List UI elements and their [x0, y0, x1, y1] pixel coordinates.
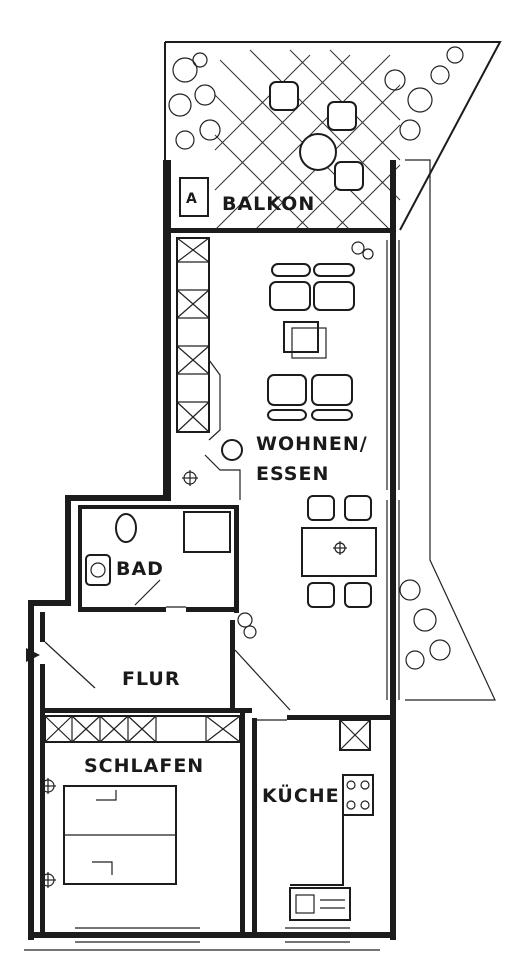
floor-lamp [221, 439, 243, 461]
toilet-icon [115, 513, 137, 543]
kitchen-cabinet [339, 719, 371, 751]
kitchen: KÜCHE [257, 719, 374, 921]
plant-icon [168, 52, 221, 150]
armchair-back [267, 409, 307, 421]
sofa-seat [313, 281, 355, 311]
balcony-chair [334, 161, 364, 191]
plant-icon [237, 612, 257, 639]
balcony-chair [269, 81, 299, 111]
armchair-back [311, 409, 353, 421]
balcony-chair [327, 101, 357, 131]
sofa-seat [269, 281, 311, 311]
room-label-flur: FLUR [122, 668, 180, 690]
plant-icon [351, 241, 374, 260]
bedroom-wardrobe [44, 715, 241, 743]
walls [28, 160, 396, 940]
socket-icon [333, 541, 347, 555]
dining-chair [344, 495, 372, 521]
sofa-back [271, 263, 311, 277]
balcony-table [299, 133, 337, 171]
room-label-schlafen: SCHLAFEN [84, 755, 204, 777]
balcony-lattice [214, 49, 401, 231]
socket-icon [40, 778, 56, 794]
balcony-marker-box [179, 177, 209, 217]
socket-icon [40, 872, 56, 888]
double-bed [63, 785, 177, 885]
sofa-back [313, 263, 355, 277]
wardrobe [176, 237, 221, 441]
hallway: FLUR [26, 641, 291, 711]
dining-chair [307, 495, 335, 521]
room-label-bad: BAD [116, 558, 164, 580]
sink-icon [85, 554, 111, 586]
room-label-balkon: BALKON [222, 193, 315, 215]
windows [24, 240, 400, 951]
room-label-wohnen: WOHNEN/ [256, 433, 368, 455]
bathroom: BAD [85, 511, 231, 608]
plant-icon [384, 46, 464, 141]
stove-icon [342, 774, 374, 816]
shower [183, 511, 231, 553]
bedroom: SCHLAFEN [40, 715, 241, 888]
coffee-table [283, 321, 319, 353]
balcony-marker: A [186, 191, 198, 207]
entrance-arrow-icon [26, 648, 40, 662]
room-label-kueche: KÜCHE [262, 783, 340, 807]
dining-table [301, 527, 377, 577]
room-label-essen: ESSEN [256, 463, 329, 485]
balcony-area: A BALKON [164, 41, 502, 232]
socket-icon [182, 470, 198, 486]
east-terrace [399, 159, 496, 701]
armchair [267, 374, 307, 406]
dining-chair [344, 582, 372, 608]
plant-icon [399, 579, 451, 670]
kitchen-sink-icon [289, 887, 351, 921]
dining-chair [307, 582, 335, 608]
armchair [311, 374, 353, 406]
living-dining-room: WOHNEN/ ESSEN [176, 237, 377, 639]
